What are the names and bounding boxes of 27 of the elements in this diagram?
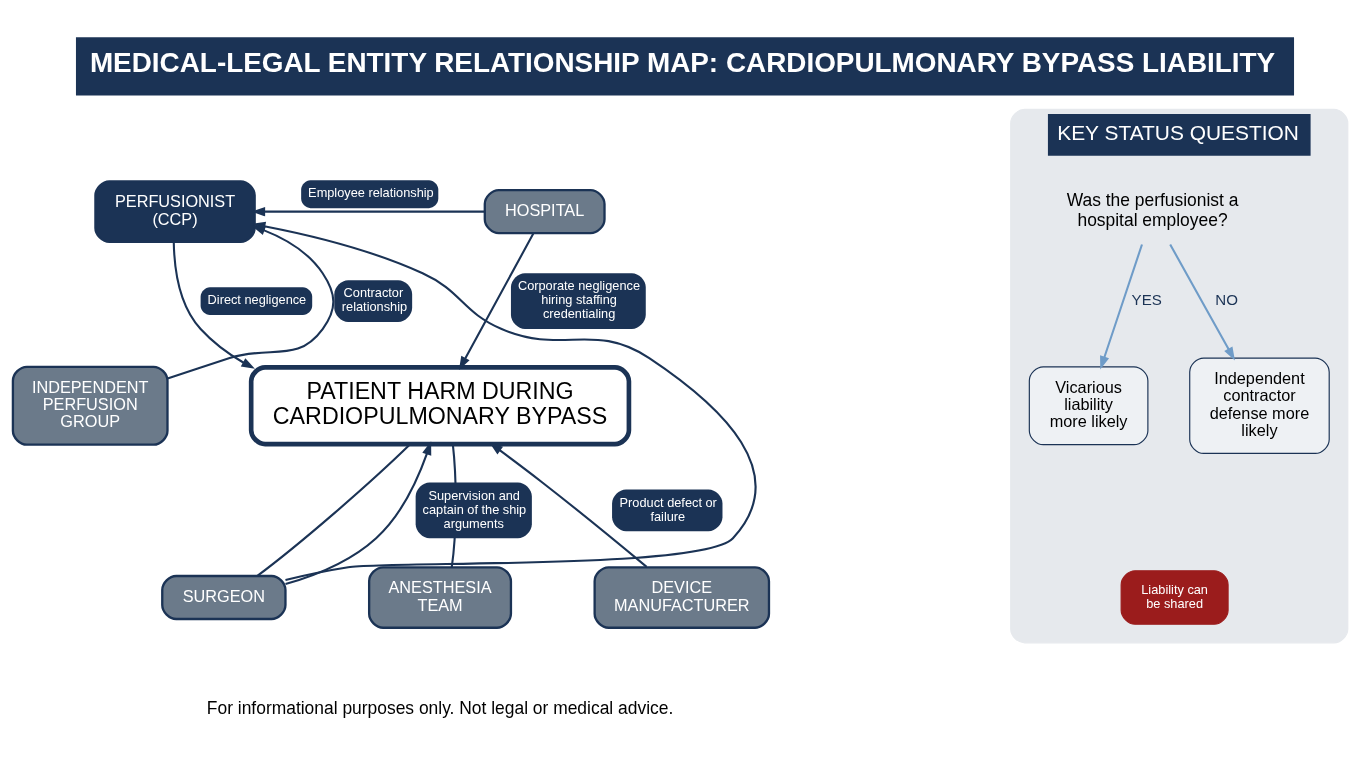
arrow (285, 441, 432, 586)
node-box: DEVICE MANUFACTURER (593, 566, 771, 629)
edge-label: Employee relationship (308, 185, 434, 201)
edge-label: Direct negligence (207, 292, 307, 308)
diagram-title: MEDICAL-LEGAL ENTITY RELATIONSHIP MAP: CARDIOPULMONARY BYPASS LIABILITY (89, 47, 1276, 79)
connector (256, 443, 411, 577)
arrow (1100, 244, 1143, 370)
node-box: SURGEON (161, 574, 287, 621)
node-box: Liability can be shared (1120, 570, 1229, 625)
node-box: Independent contractor defense more likely (1189, 357, 1330, 454)
edge-label: Corporate negligence hiring staffing credentialing (517, 278, 640, 322)
edge-label: NO (1215, 291, 1238, 309)
node-box: PERFUSIONIST (CCP) (94, 180, 256, 243)
edge-label: YES (1131, 291, 1162, 309)
node-box: ANESTHESIA TEAM (368, 566, 513, 629)
edge-label: Product defect or failure (619, 494, 717, 524)
node-box: INDEPENDENT PERFUSION GROUP (11, 365, 169, 446)
node-text: Was the perfusionist a hospital employee? (1066, 189, 1239, 230)
caption: For informational purposes only. Not legal or medical advice. (206, 697, 674, 718)
node-box: HOSPITAL (483, 189, 606, 235)
node-box: Vicarious liability more likely (1028, 366, 1149, 446)
arrow (458, 232, 535, 370)
edge-label: Supervision and captain of the ship arguments (422, 487, 527, 531)
node-box: PATIENT HARM DURING CARDIOPULMONARY BYPASS (248, 365, 632, 447)
arrow (172, 242, 255, 369)
edge-label: Contractor relationship (341, 285, 408, 315)
arrow (1169, 243, 1235, 361)
